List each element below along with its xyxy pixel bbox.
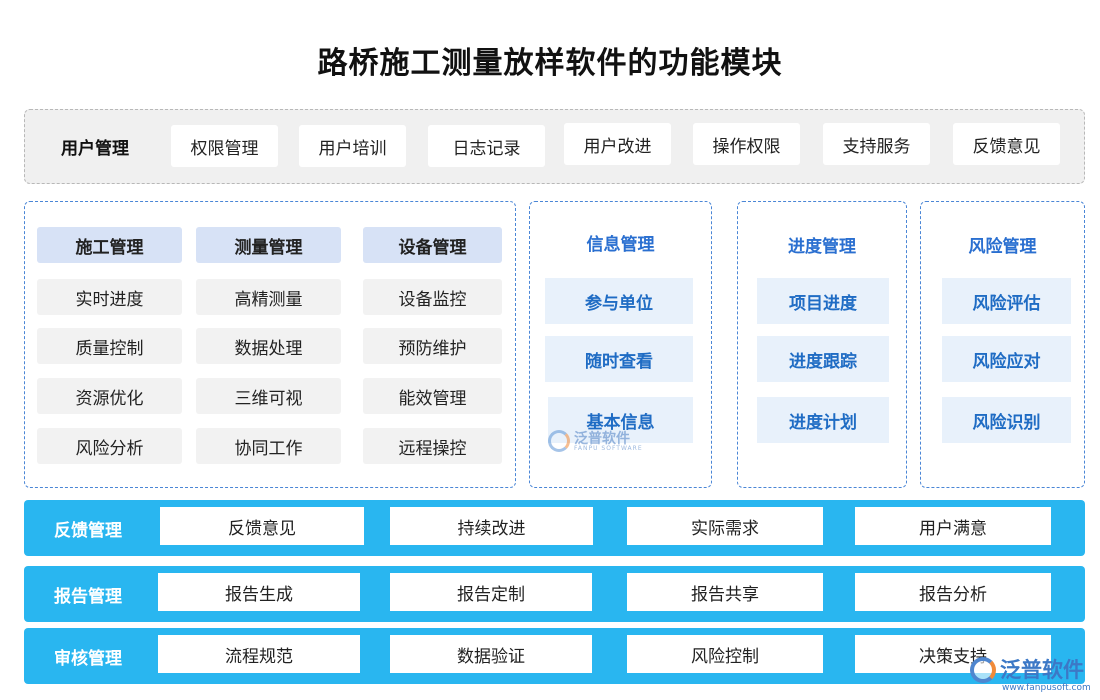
- grid-item[interactable]: 风险分析: [37, 428, 182, 464]
- grid-item[interactable]: 设备监控: [363, 279, 502, 315]
- progress-management-panel: 进度管理 项目进度 进度跟踪 进度计划: [737, 201, 907, 488]
- info-management-panel: 信息管理 参与单位 随时查看 基本信息: [529, 201, 712, 488]
- info-item-view-anytime[interactable]: 随时查看: [545, 336, 693, 382]
- grid-item[interactable]: 资源优化: [37, 378, 182, 414]
- corner-watermark: 泛普软件 www.fanpusoft.com: [968, 650, 1098, 698]
- module-operation-permission[interactable]: 操作权限: [693, 123, 800, 165]
- audit-item[interactable]: 数据验证: [390, 635, 592, 673]
- report-item[interactable]: 报告定制: [390, 573, 592, 611]
- grid-item[interactable]: 三维可视: [196, 378, 341, 414]
- risk-item-response[interactable]: 风险应对: [942, 336, 1071, 382]
- grid-item[interactable]: 质量控制: [37, 328, 182, 364]
- report-item[interactable]: 报告共享: [627, 573, 823, 611]
- risk-management-title: 风险管理: [968, 237, 1037, 257]
- risk-item-identification[interactable]: 风险识别: [942, 397, 1071, 443]
- module-log-records[interactable]: 日志记录: [428, 125, 545, 167]
- header-measurement-management[interactable]: 测量管理: [196, 227, 341, 263]
- feedback-item[interactable]: 实际需求: [627, 507, 823, 545]
- info-management-title: 信息管理: [586, 235, 655, 255]
- progress-item-project[interactable]: 项目进度: [757, 278, 889, 324]
- fanpu-logo-icon: [548, 430, 570, 452]
- report-management-band: 报告管理 报告生成 报告定制 报告共享 报告分析: [24, 566, 1085, 622]
- page-title: 路桥施工测量放样软件的功能模块: [317, 46, 783, 81]
- feedback-item[interactable]: 反馈意见: [160, 507, 364, 545]
- feedback-item[interactable]: 用户满意: [855, 507, 1051, 545]
- watermark-subtext: FANPU SOFTWARE: [574, 445, 643, 452]
- user-management-label: 用户管理: [61, 139, 129, 159]
- report-item[interactable]: 报告生成: [158, 573, 360, 611]
- grid-item[interactable]: 预防维护: [363, 328, 502, 364]
- module-support-services[interactable]: 支持服务: [823, 123, 930, 165]
- progress-management-title: 进度管理: [788, 237, 856, 257]
- center-watermark: 泛普软件 FANPU SOFTWARE: [548, 428, 648, 456]
- grid-item[interactable]: 能效管理: [363, 378, 502, 414]
- info-item-participants[interactable]: 参与单位: [545, 278, 693, 324]
- grid-item[interactable]: 实时进度: [37, 279, 182, 315]
- feedback-item[interactable]: 持续改进: [390, 507, 593, 545]
- grid-panel: 施工管理 测量管理 设备管理 实时进度 高精测量 设备监控 质量控制 数据处理 …: [24, 201, 516, 488]
- report-management-label: 报告管理: [54, 587, 122, 607]
- audit-item[interactable]: 风险控制: [627, 635, 823, 673]
- progress-item-tracking[interactable]: 进度跟踪: [757, 336, 889, 382]
- audit-item[interactable]: 流程规范: [158, 635, 360, 673]
- user-management-band: 用户管理 权限管理 用户培训 日志记录 用户改进 操作权限 支持服务 反馈意见: [24, 109, 1085, 184]
- watermark-url: www.fanpusoft.com: [1002, 683, 1091, 693]
- module-permission-management[interactable]: 权限管理: [171, 125, 278, 167]
- feedback-management-band: 反馈管理 反馈意见 持续改进 实际需求 用户满意: [24, 500, 1085, 556]
- audit-management-band: 审核管理 流程规范 数据验证 风险控制 决策支持: [24, 628, 1085, 684]
- header-construction-management[interactable]: 施工管理: [37, 227, 182, 263]
- fanpu-logo-icon: [970, 657, 996, 683]
- risk-item-assessment[interactable]: 风险评估: [942, 278, 1071, 324]
- module-user-training[interactable]: 用户培训: [299, 125, 406, 167]
- info-item-basic-info[interactable]: 基本信息: [548, 397, 693, 443]
- report-item[interactable]: 报告分析: [855, 573, 1051, 611]
- progress-item-plan[interactable]: 进度计划: [757, 397, 889, 443]
- audit-item[interactable]: 决策支持: [855, 635, 1051, 673]
- module-feedback-opinions[interactable]: 反馈意见: [953, 123, 1060, 165]
- header-equipment-management[interactable]: 设备管理: [363, 227, 502, 263]
- feedback-management-label: 反馈管理: [54, 521, 122, 541]
- watermark-text: 泛普软件: [574, 431, 630, 447]
- module-user-improvement[interactable]: 用户改进: [564, 123, 671, 165]
- audit-management-label: 审核管理: [54, 649, 122, 669]
- grid-item[interactable]: 数据处理: [196, 328, 341, 364]
- grid-item[interactable]: 高精测量: [196, 279, 341, 315]
- grid-item[interactable]: 远程操控: [363, 428, 502, 464]
- grid-item[interactable]: 协同工作: [196, 428, 341, 464]
- risk-management-panel: 风险管理 风险评估 风险应对 风险识别: [920, 201, 1085, 488]
- watermark-brand: 泛普软件: [1000, 658, 1084, 682]
